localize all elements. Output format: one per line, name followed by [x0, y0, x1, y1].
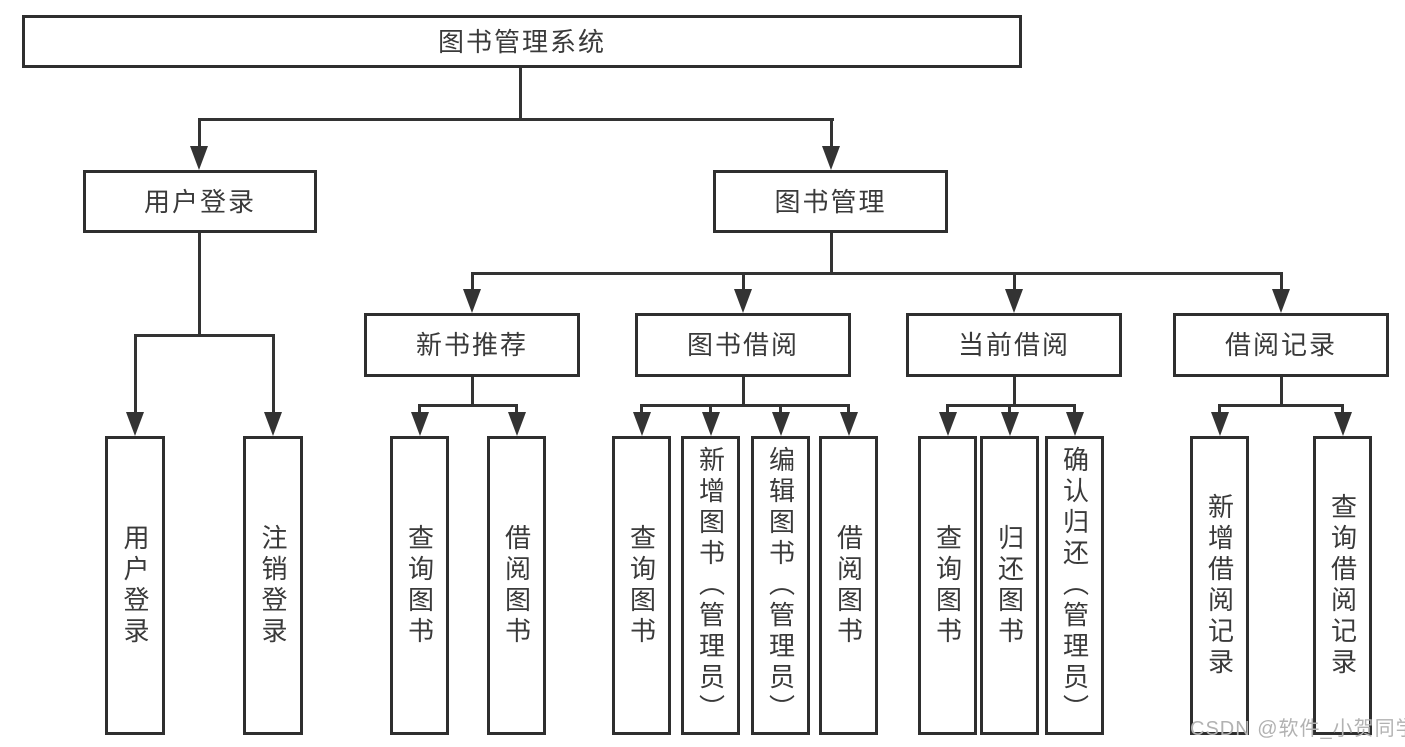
leaf-confirm-return-admin: 确认归还（管理员） [1045, 436, 1104, 735]
arrowhead-icon [410, 412, 429, 436]
arrowhead-icon [1000, 412, 1019, 436]
leaf-query-borrow-record: 查询借阅记录 [1313, 436, 1372, 735]
leaf-query-books-borrowing: 查询图书 [612, 436, 671, 735]
edge-line [271, 334, 275, 414]
edge-line [1279, 377, 1283, 407]
leaf-edit-books-admin: 编辑图书（管理员） [751, 436, 810, 735]
node-label: 图书管理 [774, 186, 887, 217]
leaf-logout: 注销登录 [243, 436, 303, 735]
leaf-label: 归还图书 [994, 523, 1025, 648]
leaf-add-books-admin: 新增图书（管理员） [681, 436, 740, 735]
node-label: 用户登录 [143, 186, 256, 217]
edge-line [470, 272, 474, 292]
arrowhead-icon [507, 412, 526, 436]
node-book-borrowing: 图书借阅 [635, 313, 851, 377]
leaf-borrow-books-borrowing: 借阅图书 [819, 436, 878, 735]
edge-line [946, 404, 1076, 407]
arrowhead-icon [1333, 412, 1352, 436]
node-borrowing-records: 借阅记录 [1173, 313, 1389, 377]
edge-line [1279, 272, 1283, 292]
arrowhead-icon [264, 412, 282, 436]
node-label: 图书借阅 [686, 330, 799, 360]
leaf-label: 新增借阅记录 [1204, 492, 1235, 679]
edge-line [1008, 404, 1011, 416]
arrowhead-icon [1272, 289, 1290, 313]
edge-line [741, 272, 745, 292]
arrowhead-icon [126, 412, 144, 436]
edge-line [829, 233, 833, 275]
leaf-label: 查询图书 [404, 523, 435, 648]
node-current-borrowing: 当前借阅 [906, 313, 1122, 377]
node-library-management-system: 图书管理系统 [22, 15, 1022, 68]
edge-line [741, 377, 745, 407]
edge-line [640, 404, 643, 416]
node-label: 借阅记录 [1224, 330, 1337, 360]
node-book-management: 图书管理 [713, 170, 948, 233]
arrowhead-icon [463, 289, 481, 313]
arrowhead-icon [190, 146, 208, 170]
arrowhead-icon [938, 412, 957, 436]
arrowhead-icon [771, 412, 790, 436]
edge-line [133, 334, 137, 414]
edge-line [1012, 272, 1016, 292]
leaf-label: 查询图书 [932, 523, 963, 648]
edge-line [1218, 404, 1344, 407]
node-user-login: 用户登录 [83, 170, 317, 233]
leaf-label: 查询图书 [626, 523, 657, 648]
leaf-borrow-books-recommend: 借阅图书 [487, 436, 546, 735]
edge-line [418, 404, 518, 407]
edge-line [197, 118, 834, 121]
leaf-label: 借阅图书 [833, 523, 864, 648]
arrowhead-icon [839, 412, 858, 436]
leaf-label: 注销登录 [258, 523, 288, 648]
edge-line [1341, 404, 1344, 416]
edge-line [515, 404, 518, 416]
edge-line [418, 404, 421, 416]
node-new-book-recommendation: 新书推荐 [364, 313, 580, 377]
leaf-return-books: 归还图书 [980, 436, 1039, 735]
leaf-label: 查询借阅记录 [1327, 492, 1358, 679]
edge-line [197, 118, 201, 150]
node-label: 新书推荐 [415, 330, 528, 360]
leaf-label: 借阅图书 [501, 523, 532, 648]
leaf-label: 编辑图书（管理员） [765, 446, 796, 725]
edge-line [197, 233, 201, 337]
arrowhead-icon [822, 146, 840, 170]
edge-line [709, 404, 712, 416]
edge-line [470, 272, 1283, 275]
arrowhead-icon [632, 412, 651, 436]
edge-line [1012, 377, 1016, 407]
edge-line [946, 404, 949, 416]
leaf-user-login: 用户登录 [105, 436, 165, 735]
edge-line [133, 334, 275, 337]
arrowhead-icon [1065, 412, 1084, 436]
edge-line [847, 404, 850, 416]
leaf-query-books-recommend: 查询图书 [390, 436, 449, 735]
arrowhead-icon [1005, 289, 1023, 313]
leaf-label: 确认归还（管理员） [1059, 446, 1090, 725]
leaf-label: 新增图书（管理员） [695, 446, 726, 725]
edge-line [518, 68, 522, 120]
edge-line [1073, 404, 1076, 416]
edge-line [779, 404, 782, 416]
csdn-watermark: CSDN @软件_小贺同学 [1190, 718, 1405, 740]
leaf-add-borrow-record: 新增借阅记录 [1190, 436, 1249, 735]
edge-line [470, 377, 474, 407]
edge-line [640, 404, 850, 407]
arrowhead-icon [1210, 412, 1229, 436]
arrowhead-icon [734, 289, 752, 313]
leaf-label: 用户登录 [120, 523, 150, 648]
arrowhead-icon [701, 412, 720, 436]
edge-line [829, 118, 833, 150]
node-label: 图书管理系统 [437, 26, 606, 57]
node-label: 当前借阅 [957, 330, 1070, 360]
edge-line [1218, 404, 1221, 416]
leaf-query-books-current: 查询图书 [918, 436, 977, 735]
